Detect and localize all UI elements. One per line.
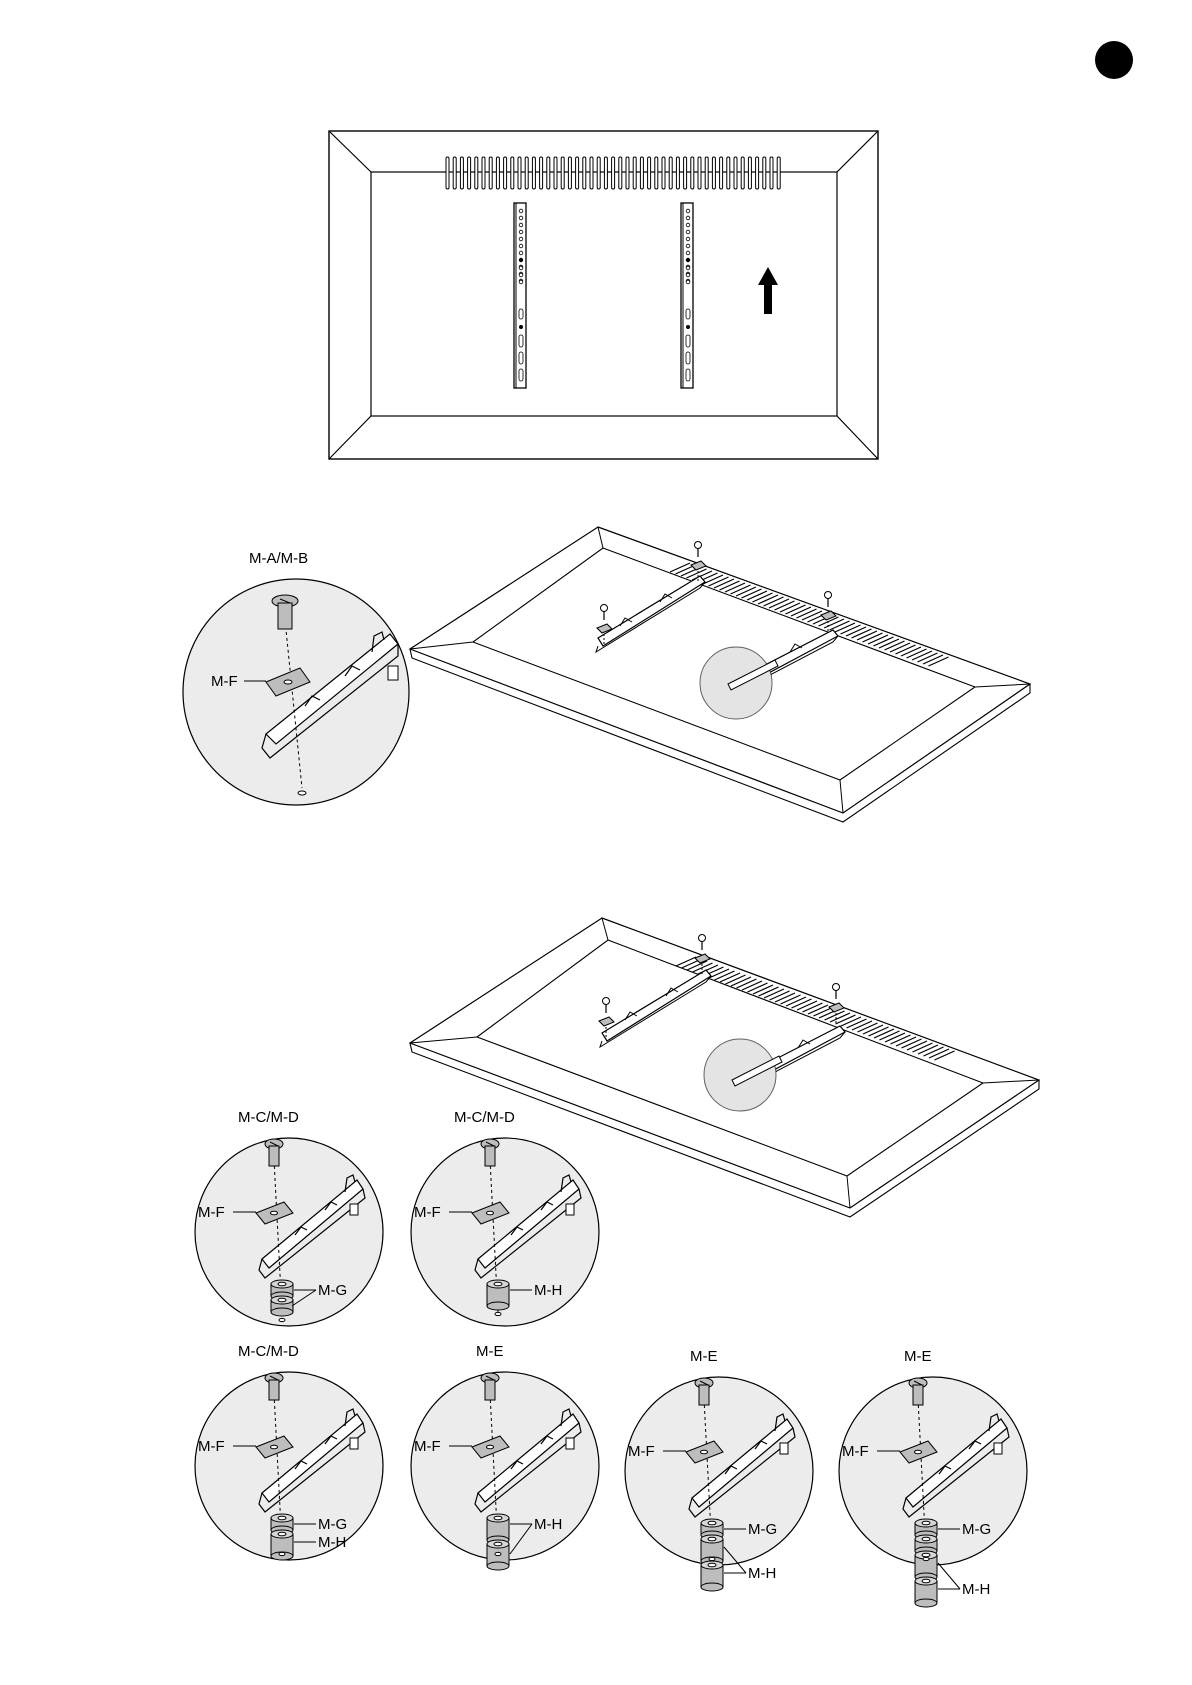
bevel-line <box>983 1080 1039 1083</box>
callout-washer: M-F <box>198 1438 225 1455</box>
bevel-line <box>840 780 843 813</box>
bevel-line <box>329 131 371 172</box>
tv-outer-frame <box>329 131 878 459</box>
spacer-detail-views: M-C/M-DM-FM-GM-C/M-DM-FM-HM-C/M-DM-FM-GM… <box>195 1109 1027 1607</box>
spacer-stack <box>701 1519 723 1591</box>
step-badge <box>1095 41 1133 79</box>
mounting-rail-right <box>681 203 693 388</box>
callout-washer: M-F <box>211 673 238 690</box>
spacer-detail-view: M-C/M-D M-F M-H <box>411 1109 599 1326</box>
tv-perspective-spacer-options: M-C/M-DM-FM-GM-C/M-DM-FM-HM-C/M-DM-FM-GM… <box>195 918 1039 1607</box>
spacer-detail-view: M-E M-F M-H <box>411 1343 599 1570</box>
bevel-line <box>975 684 1030 687</box>
bevel-line <box>410 1037 477 1043</box>
spacer-stack <box>915 1519 937 1607</box>
screw-hole <box>495 1312 501 1315</box>
detail-view: M-A/M-B M-F <box>183 550 409 805</box>
callout-screw: M-A/M-B <box>249 550 308 567</box>
callout-spacer-b: M-H <box>318 1534 346 1551</box>
callout-screw: M-C/M-D <box>454 1109 515 1126</box>
screw-hole <box>298 791 306 795</box>
spacer-stack <box>271 1280 293 1316</box>
detail-callout-circle <box>704 1039 776 1111</box>
spacer-stack <box>487 1514 509 1570</box>
bevel-line <box>329 416 371 459</box>
callout-spacer-a: M-G <box>962 1521 991 1538</box>
bracket-arm-left <box>600 970 711 1047</box>
bracket-arm-left <box>596 576 705 652</box>
bevel-line <box>837 416 878 459</box>
screw-hole <box>495 1552 501 1555</box>
vent-slots <box>446 157 780 189</box>
callout-washer: M-F <box>842 1443 869 1460</box>
arrow-up-icon <box>758 267 778 314</box>
callout-spacer-a: M-G <box>318 1516 347 1533</box>
screw-hole <box>709 1557 715 1560</box>
screw-hole <box>279 1552 285 1555</box>
detail-circle <box>183 579 409 805</box>
screw-hole <box>279 1318 285 1321</box>
bevel-line <box>837 131 878 172</box>
callout-spacer-a: M-H <box>534 1516 562 1533</box>
spacer-detail-view: M-C/M-D M-F M-G <box>195 1109 383 1326</box>
callout-spacer-b: M-H <box>962 1581 990 1598</box>
bevel-line <box>598 527 603 548</box>
bevel-line <box>847 1176 850 1208</box>
spacer-detail-view: M-E M-F M-G M-H <box>625 1348 813 1591</box>
screw-hole <box>923 1557 929 1560</box>
callout-spacer-a: M-G <box>318 1282 347 1299</box>
spacer-detail-view: M-E M-F M-G M-H <box>839 1348 1027 1607</box>
callout-washer: M-F <box>628 1443 655 1460</box>
callout-spacer-a: M-G <box>748 1521 777 1538</box>
callout-screw: M-C/M-D <box>238 1109 299 1126</box>
callout-washer: M-F <box>414 1438 441 1455</box>
callout-screw: M-E <box>690 1348 718 1365</box>
spacer-detail-view: M-C/M-D M-F M-GM-H <box>195 1343 383 1560</box>
callout-screw: M-E <box>904 1348 932 1365</box>
callout-spacer-b: M-H <box>748 1565 776 1582</box>
callout-washer: M-F <box>414 1204 441 1221</box>
spacer-stack <box>487 1280 509 1310</box>
bevel-line <box>602 918 608 940</box>
leader-line <box>938 1563 960 1589</box>
callout-screw: M-E <box>476 1343 504 1360</box>
mounting-rail-left <box>514 203 526 388</box>
tv-perspective-bracket-attach: M-A/M-B M-F <box>183 527 1030 822</box>
callout-washer: M-F <box>198 1204 225 1221</box>
callout-spacer-a: M-H <box>534 1282 562 1299</box>
tv-back-front-view <box>329 131 878 459</box>
callout-screw: M-C/M-D <box>238 1343 299 1360</box>
